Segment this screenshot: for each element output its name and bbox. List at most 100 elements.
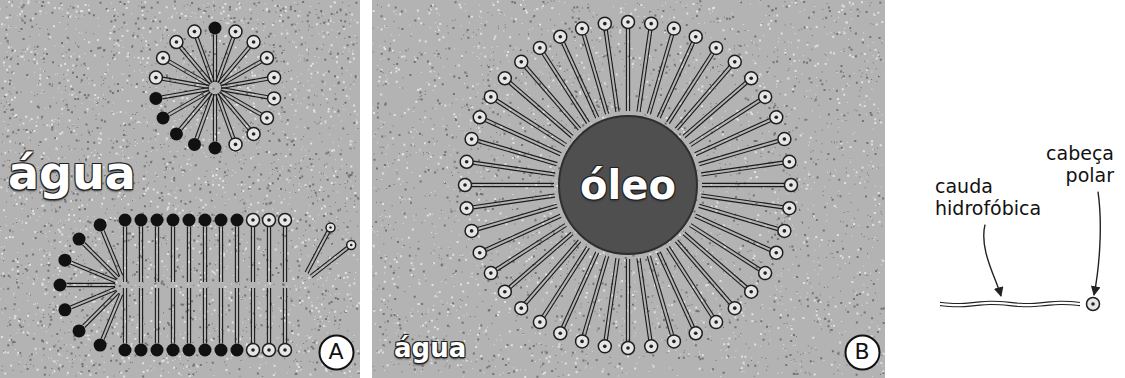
polar-head (54, 279, 67, 292)
hydrophobic-tail (640, 30, 652, 112)
hydrophobic-tail (267, 288, 268, 344)
polar-head-dot (470, 137, 474, 141)
polar-head-dot (626, 346, 630, 350)
polar-head (229, 138, 242, 151)
polar-head-dot (489, 271, 493, 275)
hydrophobic-tail (478, 207, 557, 230)
polar-head-dot (283, 348, 287, 352)
polar-head-dot (788, 160, 792, 164)
polar-head-dot (251, 218, 255, 222)
hydrophobic-tail (669, 246, 714, 315)
letter-ring (319, 335, 353, 369)
hydrophobic-tail (216, 35, 217, 83)
polar-head (554, 327, 567, 340)
polar-head-dot (1091, 302, 1095, 306)
hydrophobic-tail (104, 230, 123, 275)
texture-light (0, 0, 360, 378)
polar-head-dot (267, 348, 271, 352)
hydrophobic-tail (219, 60, 260, 84)
hydrophobic-tail (478, 139, 557, 162)
polar-head (135, 214, 148, 227)
texture-dark (372, 0, 885, 378)
hydrophobic-tail (238, 227, 239, 283)
polar-head-dot (626, 20, 630, 24)
polar-head-dot (272, 97, 276, 101)
hydrophobic-tail (142, 227, 143, 283)
hydrophobic-tail (472, 186, 555, 187)
polar-head-dot (788, 206, 792, 210)
polar-head-dot (774, 251, 778, 255)
polar-head (247, 36, 260, 49)
region-label: água (8, 148, 136, 199)
hydrophobic-tail (254, 288, 255, 344)
polar-head (473, 111, 486, 124)
polar-head (473, 246, 486, 259)
polar-head (770, 111, 783, 124)
lipid-molecules (54, 16, 1100, 357)
hydrophobic-tail (702, 183, 785, 184)
polar-head (167, 344, 180, 357)
polar-head-dot (519, 306, 523, 310)
hydrophobic-tail (701, 164, 783, 176)
hydrophobic-tail (267, 227, 268, 283)
hydrophobic-tail (582, 35, 605, 114)
hydrophobic-tail (585, 256, 608, 335)
hydrophobic-tail (562, 43, 596, 118)
hydrophobic-tail (629, 259, 630, 342)
polar-head (157, 112, 170, 125)
polar-head-dot (672, 27, 676, 31)
hydrophobic-tail-sample (940, 301, 1080, 303)
polar-head (149, 71, 162, 84)
polar-head (170, 127, 183, 140)
hydrophobic-tail (187, 227, 188, 283)
hydrophobic-tail (473, 161, 555, 173)
hydrophobic-tail (216, 94, 217, 142)
polar-head (728, 302, 741, 315)
hydrophobic-tail (206, 288, 207, 344)
polar-head (465, 133, 478, 146)
polar-head-dot (763, 95, 767, 99)
hydrophobic-tail (126, 227, 127, 283)
polar-head (157, 52, 170, 65)
hydrophobic-tail (640, 258, 652, 340)
hydrophobic-tail (495, 224, 564, 269)
hydrophobic-tail (139, 227, 140, 283)
polar-head (783, 155, 796, 168)
hydrophobic-tail (701, 194, 783, 206)
polar-head (689, 30, 702, 43)
polar-head-dot (193, 30, 197, 34)
polar-head-dot (283, 218, 287, 222)
hydrophobic-tail (163, 91, 210, 99)
hydrophobic-tail (637, 258, 649, 340)
polar-head (785, 179, 798, 192)
hydrophobic-tail (158, 288, 159, 344)
polar-head-dot (267, 218, 271, 222)
label-holder: cabeça polar (1028, 143, 1114, 187)
hydrophobic-tail (168, 63, 209, 87)
polar-head-dot (694, 331, 698, 335)
hydrophobic-tail (564, 253, 598, 328)
polar-head-dot (478, 115, 482, 119)
hydrophobic-tail (626, 259, 627, 342)
polar-head-dot (503, 76, 507, 80)
hydrophobic-tail (72, 261, 117, 280)
polar-head (645, 17, 658, 30)
hydrophobic-tail (251, 227, 252, 283)
hydrophobic-tail-sample (940, 304, 1080, 306)
hydrophobic-tail (158, 227, 159, 283)
polar-head-dot (749, 290, 753, 294)
polar-head (484, 267, 497, 280)
hydrophobic-tail (650, 35, 673, 114)
polar-head (645, 340, 658, 353)
hydrophobic-tail (473, 194, 555, 206)
polar-head (667, 22, 680, 35)
hydrophobic-tail (696, 121, 771, 155)
polar-head (58, 303, 71, 316)
hydrophobic-tail (101, 294, 120, 339)
polar-head-dot (465, 206, 469, 210)
polar-head-dot (478, 251, 482, 255)
leader-arrow (984, 225, 1001, 296)
hydrophobic-tail (607, 258, 619, 340)
hydrophobic-tail (485, 214, 560, 248)
hydrophobic-tail (699, 139, 778, 162)
